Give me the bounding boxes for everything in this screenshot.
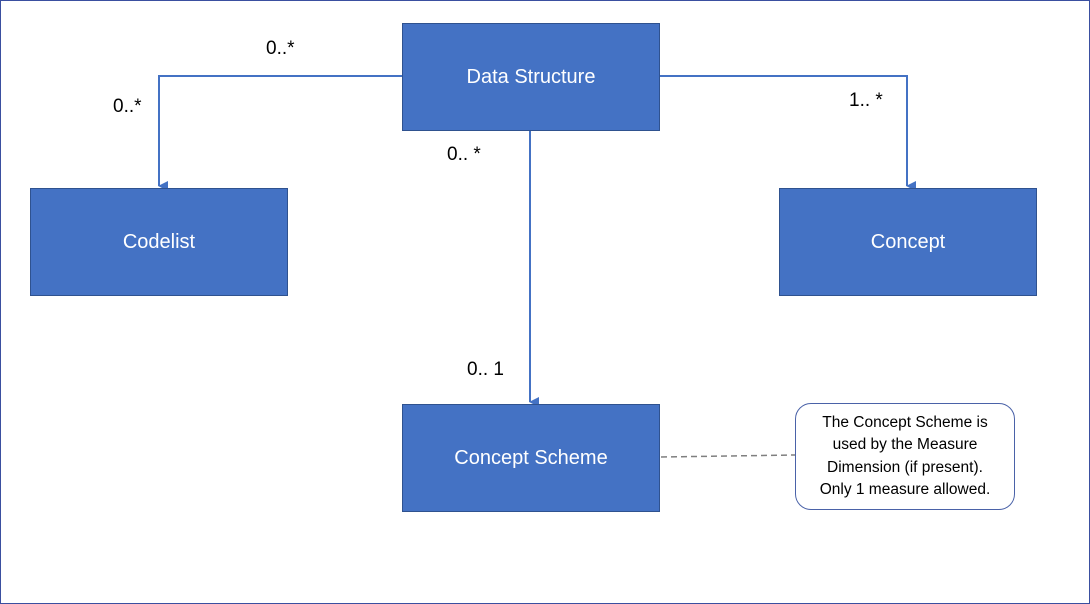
concept-box: Concept: [779, 188, 1037, 296]
note-line: used by the Measure: [832, 436, 978, 453]
multiplicity-ds-scheme-target: 0.. 1: [467, 359, 504, 380]
codelist-box: Codelist: [30, 188, 288, 296]
data-structure-box: Data Structure: [402, 23, 660, 131]
connector-data-structure-to-codelist: [158, 75, 402, 191]
note-line: The Concept Scheme is: [822, 413, 988, 431]
codelist-label: Codelist: [122, 230, 196, 253]
note-line: Dimension (if present).: [827, 458, 983, 476]
concept-scheme-box: Concept Scheme: [402, 404, 660, 512]
note-line: Only 1 measure allowed.: [819, 481, 991, 498]
multiplicity-ds-codelist-source: 0..*: [266, 38, 295, 59]
concept-scheme-label: Concept Scheme: [454, 446, 608, 469]
multiplicity-ds-codelist-target: 0..*: [113, 96, 142, 117]
concept-scheme-note: The Concept Scheme is used by the Measur…: [795, 403, 1015, 510]
multiplicity-ds-scheme-source: 0.. *: [447, 144, 481, 165]
data-structure-label: Data Structure: [466, 65, 596, 88]
multiplicity-ds-concept-target: 1.. *: [849, 90, 883, 111]
concept-label: Concept: [870, 230, 946, 253]
dashed-note-link: [660, 454, 796, 458]
connector-data-structure-to-concept: [660, 75, 916, 191]
